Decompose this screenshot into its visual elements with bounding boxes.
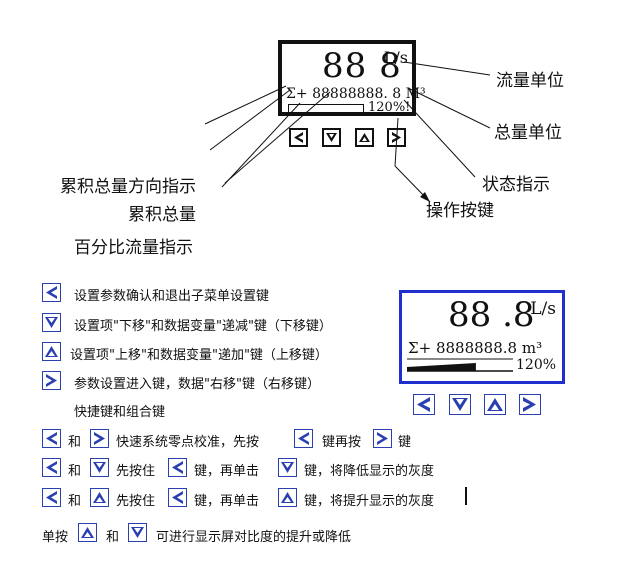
flow-value: 88 .8	[448, 295, 535, 335]
contrast-suffix: 可进行显示屏对比度的提升或降低	[156, 530, 352, 545]
combo3-text3: 键，将提升显示的灰度	[304, 494, 435, 509]
leader-lines	[204, 61, 491, 203]
combo1-text3: 键	[398, 435, 412, 450]
combo3-key-k2	[278, 488, 297, 507]
key-down[interactable]	[322, 128, 341, 147]
flow-unit: L/s	[530, 299, 556, 319]
combo3-text1: 先按住	[116, 494, 156, 509]
desc-right-key: 参数设置进入键，数据"右移"键（右移键）	[74, 377, 320, 392]
right-arrow-icon	[94, 432, 105, 445]
key-right-panel[interactable]	[519, 394, 541, 415]
combo3-key-b	[90, 488, 109, 507]
up-arrow-icon	[359, 133, 370, 142]
text-cursor	[465, 487, 467, 505]
key-left-panel[interactable]	[413, 394, 435, 415]
contrast-and: 和	[106, 530, 120, 545]
key-left[interactable]	[289, 128, 308, 147]
key-left-legend	[42, 283, 61, 302]
up-arrow-icon	[93, 492, 106, 503]
key-up-panel[interactable]	[484, 394, 506, 415]
right-arrow-icon	[377, 432, 388, 445]
lcd-display-top: 88 8 L/s Σ+ 88888888. 8 M³ 120%!	[278, 40, 426, 116]
contrast-prefix: 单按	[42, 530, 69, 545]
combo1-key-k1	[294, 429, 313, 448]
combo1-key-a	[42, 429, 61, 448]
combo2-key-a	[42, 458, 61, 477]
callout-direction: 累积总量方向指示	[60, 177, 196, 197]
total-sign: Σ+	[408, 339, 432, 357]
left-arrow-icon	[417, 397, 430, 412]
total-readout: Σ+ 8888888.8 m³	[408, 339, 542, 357]
flow-value: 88 8	[322, 46, 402, 86]
total-value: 88888888. 8 M³	[312, 86, 426, 102]
desc-up-key: 设置项"上移"和数据变量"递加"键（上移键）	[70, 348, 328, 363]
desc-left-key: 设置参数确认和退出子菜单设置键	[74, 289, 270, 304]
key-up[interactable]	[355, 128, 374, 147]
combo1-key-k2	[373, 429, 392, 448]
combo3-key-k1	[168, 488, 187, 507]
callout-total: 累积总量	[128, 205, 196, 225]
combo2-key-k1	[168, 458, 187, 477]
left-arrow-icon	[172, 461, 183, 474]
percent-value: 120%	[516, 357, 557, 373]
down-arrow-icon	[131, 527, 144, 538]
total-sign: Σ+	[286, 86, 308, 102]
key-up-legend	[42, 342, 61, 361]
percent-bar	[288, 104, 364, 114]
callout-total-unit: 总量单位	[494, 123, 562, 143]
down-arrow-icon	[281, 462, 294, 473]
combo2-text2: 键，再单击	[194, 464, 260, 479]
shortcut-heading: 快捷键和组合键	[74, 405, 166, 420]
desc-down-key: 设置项"下移"和数据变量"递减"键（下移键）	[74, 319, 332, 334]
left-arrow-icon	[46, 461, 57, 474]
up-arrow-icon	[487, 398, 503, 411]
up-arrow-icon	[281, 492, 294, 503]
key-right-legend	[42, 371, 61, 390]
left-arrow-icon	[46, 432, 57, 445]
combo2-text3: 键，将降低显示的灰度	[304, 464, 435, 479]
combo2-text1: 先按住	[116, 464, 156, 479]
combo3-key-a	[42, 488, 61, 507]
total-readout: Σ+ 88888888. 8 M³	[286, 86, 426, 102]
lcd-display-bottom: 88 .8 L/s Σ+ 8888888.8 m³ 120%	[399, 290, 565, 384]
down-arrow-icon	[93, 462, 106, 473]
right-arrow-icon	[523, 397, 536, 412]
callout-keys: 操作按键	[426, 201, 494, 221]
combo3-and: 和	[68, 494, 82, 509]
down-arrow-icon	[326, 133, 337, 142]
callout-flow-unit: 流量单位	[496, 71, 564, 91]
up-arrow-icon	[45, 346, 58, 357]
combo2-key-k2	[278, 458, 297, 477]
left-arrow-icon	[46, 286, 57, 299]
down-arrow-icon	[45, 317, 58, 328]
up-arrow-icon	[81, 527, 94, 538]
left-arrow-icon	[46, 491, 57, 504]
combo2-key-b	[90, 458, 109, 477]
percent-wedge-bar	[407, 358, 513, 372]
total-value: 8888888.8 m³	[435, 339, 543, 357]
left-arrow-icon	[294, 132, 303, 143]
flow-unit: L/s	[383, 48, 408, 67]
contrast-key-up	[78, 523, 97, 542]
combo1-and: 和	[68, 435, 82, 450]
combo3-text2: 键，再单击	[194, 494, 260, 509]
combo1-text2: 键再按	[322, 435, 362, 450]
combo2-and: 和	[68, 464, 82, 479]
callout-percent-flow: 百分比流量指示	[74, 238, 193, 258]
left-arrow-icon	[172, 491, 183, 504]
combo1-text1: 快速系统零点校准，先按	[116, 435, 260, 450]
down-arrow-icon	[452, 398, 468, 411]
contrast-key-down	[128, 523, 147, 542]
callout-status: 状态指示	[482, 175, 550, 195]
right-arrow-icon	[46, 374, 57, 387]
key-down-legend	[42, 313, 61, 332]
percent-value: 120%!	[368, 100, 411, 115]
left-arrow-icon	[298, 432, 309, 445]
combo1-key-b	[90, 429, 109, 448]
key-down-panel[interactable]	[449, 394, 471, 415]
